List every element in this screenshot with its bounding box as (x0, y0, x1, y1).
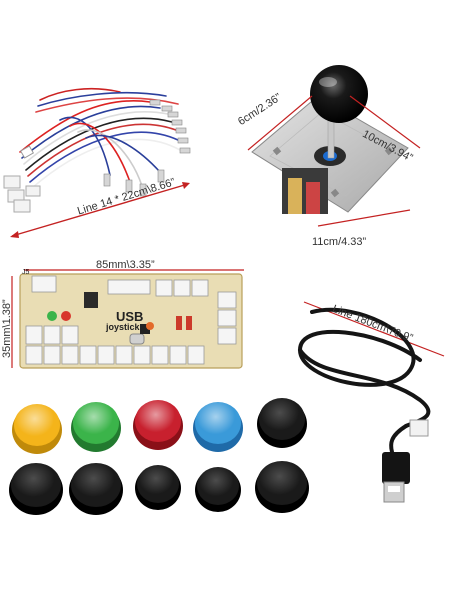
button-set (9, 398, 309, 515)
encoder-board (11, 269, 244, 369)
board-height-label: 35mm\1.38” (1, 299, 13, 358)
joystick (251, 65, 409, 214)
board-subtitle: joystick (106, 322, 140, 332)
joystick-depth-label: 11cm/4.33” (312, 236, 367, 248)
wire-dimension-arrow (10, 182, 190, 238)
wire-harness (3, 87, 191, 213)
board-connector-label: J5 (22, 269, 30, 276)
board-title: USB (116, 309, 144, 324)
joystick-dimension-arrows (247, 95, 421, 227)
board-width-label: 85mm\3.35” (96, 259, 155, 271)
usb-cable (297, 301, 445, 503)
